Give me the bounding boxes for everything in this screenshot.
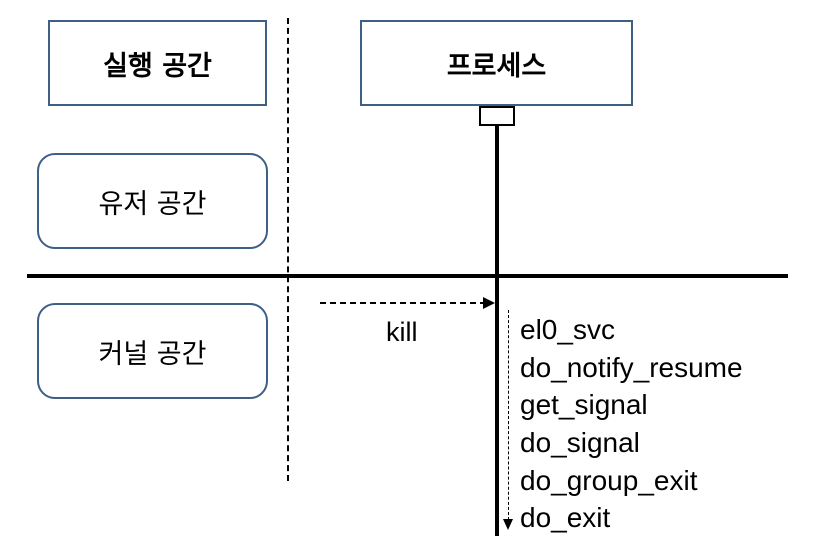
syscall-label: kill <box>386 317 418 347</box>
column-divider-dashed-line <box>287 18 289 481</box>
process-label: 프로세스 <box>446 50 547 82</box>
execution-space-label: 실행 공간 <box>103 50 212 82</box>
process-header-box: 프로세스 <box>360 20 633 106</box>
call-stack-item: do_signal <box>520 427 640 459</box>
execution-space-header-box: 실행 공간 <box>48 20 267 106</box>
kernel-space-label: 커널 공간 <box>98 338 207 370</box>
syscall-arrowhead <box>483 297 495 309</box>
call-flow-arrowhead <box>503 519 513 530</box>
call-stack-item: do_group_exit <box>520 464 698 496</box>
call-stack-item: do_exit <box>520 502 611 534</box>
call-stack-item: do_notify_resume <box>520 351 743 383</box>
kernel-space-box: 커널 공간 <box>37 303 268 399</box>
call-stack-item: get_signal <box>520 389 648 421</box>
user-kernel-boundary-line <box>27 274 788 278</box>
kernel-call-stack-list: el0_svc do_notify_resume get_signal do_s… <box>520 311 743 537</box>
call-flow-dashed-line <box>508 310 509 520</box>
process-lifeline-connector <box>479 106 515 126</box>
user-space-box: 유저 공간 <box>37 153 268 249</box>
call-stack-item: el0_svc <box>520 314 615 345</box>
user-space-label: 유저 공간 <box>98 188 207 220</box>
syscall-dashed-arrow <box>320 302 486 304</box>
process-lifeline <box>495 126 499 536</box>
